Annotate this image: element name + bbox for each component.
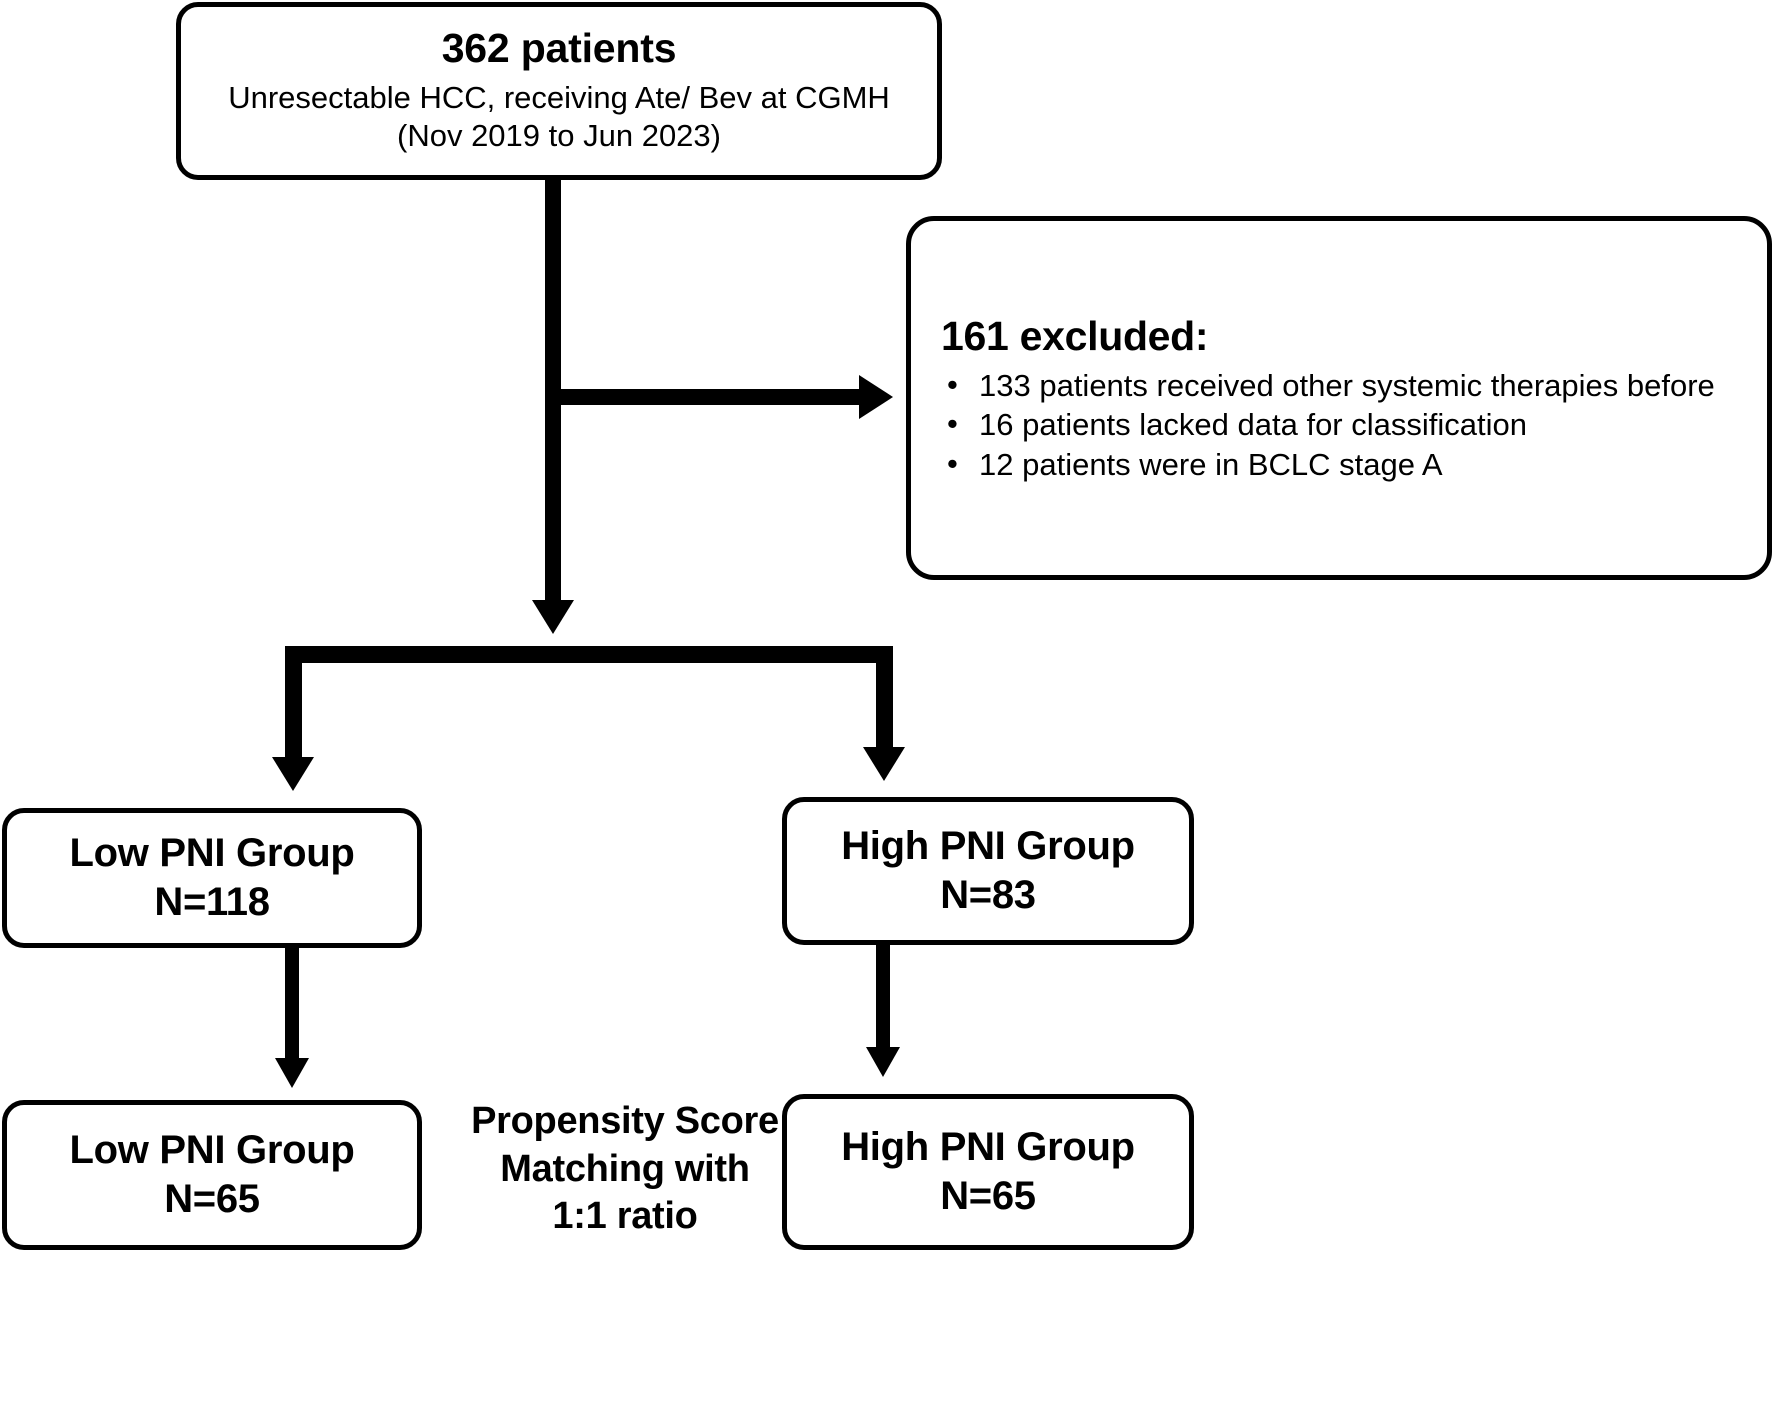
connector-low-pni-matching <box>285 948 299 1068</box>
bullet-icon: • <box>947 406 958 442</box>
list-item: • 16 patients lacked data for classifica… <box>941 406 1715 444</box>
low-pni-group-box: Low PNI Group N=118 <box>2 808 422 948</box>
excluded-reason-text: 133 patients received other systemic the… <box>979 367 1715 403</box>
excluded-reason-text: 12 patients were in BCLC stage A <box>979 446 1443 482</box>
cohort-subline-1: Unresectable HCC, receiving Ate/ Bev at … <box>228 80 890 116</box>
arrowhead-to-excluded <box>859 375 893 419</box>
psm-caption-line-3: 1:1 ratio <box>552 1195 698 1237</box>
high-pni-matched-label: High PNI Group <box>841 1125 1135 1170</box>
connector-split-to-high-pni <box>876 646 893 756</box>
connector-high-pni-matching <box>876 945 890 1057</box>
low-pni-label: Low PNI Group <box>69 831 355 876</box>
connector-cohort-to-split <box>545 180 561 610</box>
psm-caption-line-2: Matching with <box>500 1147 750 1190</box>
bullet-icon: • <box>947 445 958 481</box>
excluded-reason-text: 16 patients lacked data for classificati… <box>979 407 1527 443</box>
low-pni-matched-label: Low PNI Group <box>69 1128 355 1173</box>
low-pni-matched-box: Low PNI Group N=65 <box>2 1100 422 1250</box>
cohort-subline-2: (Nov 2019 to Jun 2023) <box>397 118 721 153</box>
arrowhead-cohort-to-split <box>532 600 574 634</box>
high-pni-group-box: High PNI Group N=83 <box>782 797 1194 945</box>
arrowhead-high-pni-matching <box>866 1047 900 1077</box>
cohort-box: 362 patients Unresectable HCC, receiving… <box>176 2 942 180</box>
high-pni-matched-box: High PNI Group N=65 <box>782 1094 1194 1250</box>
excluded-reason-list: • 133 patients received other systemic t… <box>941 367 1715 485</box>
connector-to-excluded <box>561 389 863 405</box>
arrowhead-low-pni-matching <box>275 1058 309 1088</box>
list-item: • 12 patients were in BCLC stage A <box>941 446 1715 484</box>
arrowhead-split-to-low-pni <box>272 757 314 791</box>
propensity-matching-caption: Propensity Score Matching with 1:1 ratio <box>440 1098 810 1241</box>
arrowhead-split-to-high-pni <box>863 747 905 781</box>
excluded-box: 161 excluded: • 133 patients received ot… <box>906 216 1772 580</box>
low-pni-matched-count: N=65 <box>164 1177 260 1221</box>
bullet-icon: • <box>947 366 958 402</box>
split-bar <box>285 646 893 663</box>
list-item: • 133 patients received other systemic t… <box>941 367 1715 405</box>
psm-caption-line-1: Propensity Score <box>471 1100 779 1142</box>
high-pni-matched-count: N=65 <box>940 1174 1036 1218</box>
excluded-headline: 161 excluded: <box>941 312 1209 359</box>
high-pni-label: High PNI Group <box>841 824 1135 869</box>
high-pni-count: N=83 <box>940 873 1036 917</box>
cohort-headline: 362 patients <box>441 25 677 72</box>
low-pni-count: N=118 <box>154 880 270 924</box>
connector-split-to-low-pni <box>285 646 302 766</box>
